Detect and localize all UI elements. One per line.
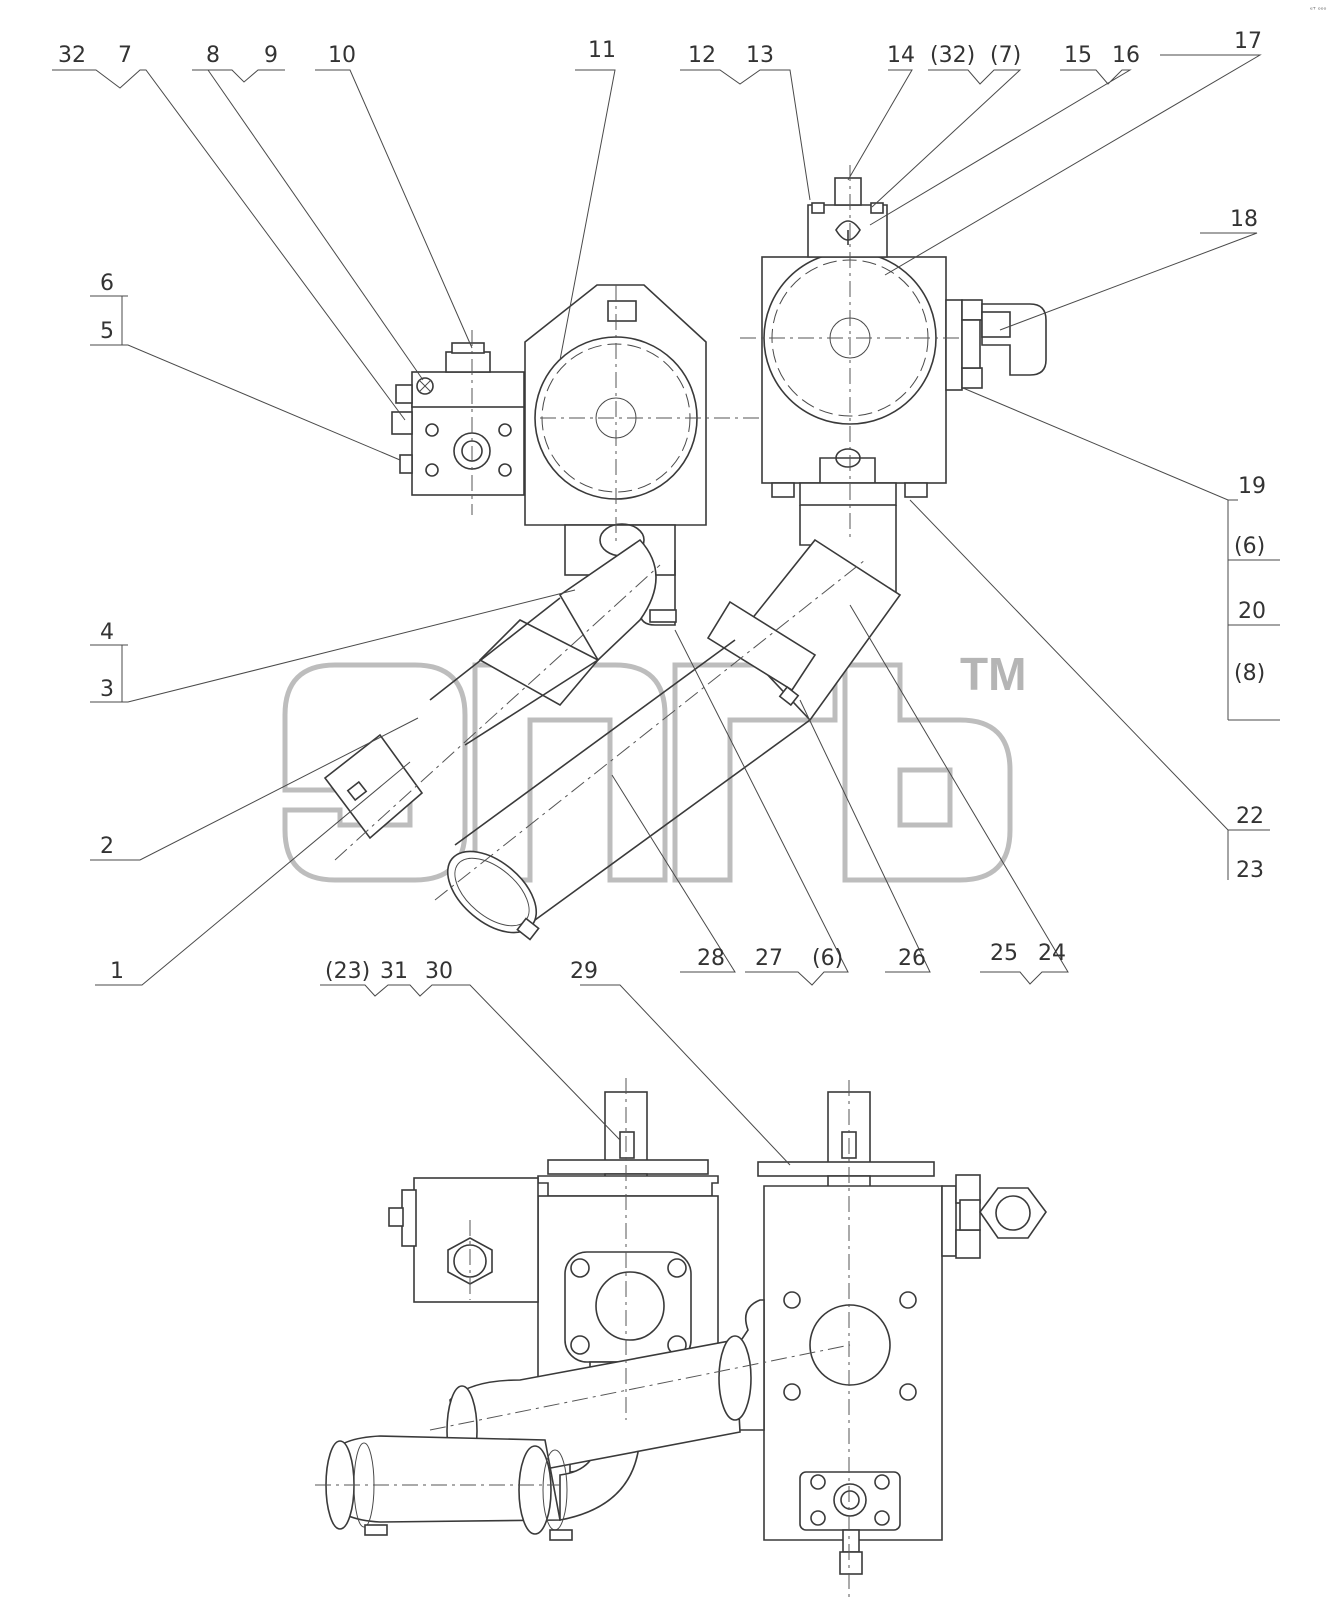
bottom-view bbox=[315, 1078, 1047, 1600]
callout-6: 6 bbox=[100, 271, 114, 296]
callout-7-ref: (7) bbox=[990, 43, 1021, 68]
callout-10: 10 bbox=[328, 43, 356, 68]
callout-12: 12 bbox=[688, 43, 716, 68]
callout-20: 20 bbox=[1238, 599, 1266, 624]
callout-13: 13 bbox=[746, 43, 774, 68]
callout-25: 25 bbox=[990, 941, 1018, 966]
watermark-logo: TM bbox=[282, 648, 1026, 883]
callout-27: 27 bbox=[755, 946, 783, 971]
callout-9: 9 bbox=[264, 43, 278, 68]
callout-3: 3 bbox=[100, 677, 114, 702]
callout-29: 29 bbox=[570, 959, 598, 984]
callout-26: 26 bbox=[898, 946, 926, 971]
callout-2: 2 bbox=[100, 834, 114, 859]
callout-14: 14 bbox=[887, 43, 915, 68]
corner-mark: ᵉᵀ ᵒᵒᵒ bbox=[1310, 6, 1327, 14]
callout-6-ref-b: (6) bbox=[812, 946, 843, 971]
callout-28: 28 bbox=[697, 946, 725, 971]
right-pump-body bbox=[761, 177, 1047, 595]
callout-23-ref: (23) bbox=[325, 959, 370, 984]
callout-17: 17 bbox=[1234, 29, 1262, 54]
callout-8: 8 bbox=[206, 43, 220, 68]
callout-1: 1 bbox=[110, 959, 124, 984]
callout-16: 16 bbox=[1112, 43, 1140, 68]
callout-32: 32 bbox=[58, 43, 86, 68]
upper-left-pipe bbox=[323, 538, 661, 861]
leader-lines bbox=[52, 54, 1280, 1166]
callout-24: 24 bbox=[1038, 941, 1066, 966]
top-view-centerlines bbox=[471, 165, 960, 545]
callout-23: 23 bbox=[1236, 858, 1264, 883]
callout-31: 31 bbox=[380, 959, 408, 984]
callout-5: 5 bbox=[100, 319, 114, 344]
callout-32-ref: (32) bbox=[930, 43, 975, 68]
callout-11: 11 bbox=[588, 38, 616, 63]
callout-7: 7 bbox=[118, 43, 132, 68]
callout-19: 19 bbox=[1238, 474, 1266, 499]
callout-30: 30 bbox=[425, 959, 453, 984]
left-pump-body bbox=[391, 284, 707, 626]
callout-6-ref-a: (6) bbox=[1234, 534, 1265, 559]
callout-18: 18 bbox=[1230, 207, 1258, 232]
callout-22: 22 bbox=[1236, 804, 1264, 829]
callout-8-ref: (8) bbox=[1234, 661, 1265, 686]
callout-15: 15 bbox=[1064, 43, 1092, 68]
callout-4: 4 bbox=[100, 620, 114, 645]
watermark-trademark: TM bbox=[960, 648, 1026, 700]
callout-labels: 32 7 8 9 10 11 12 13 14 (32) (7) 15 16 1… bbox=[58, 29, 1266, 984]
